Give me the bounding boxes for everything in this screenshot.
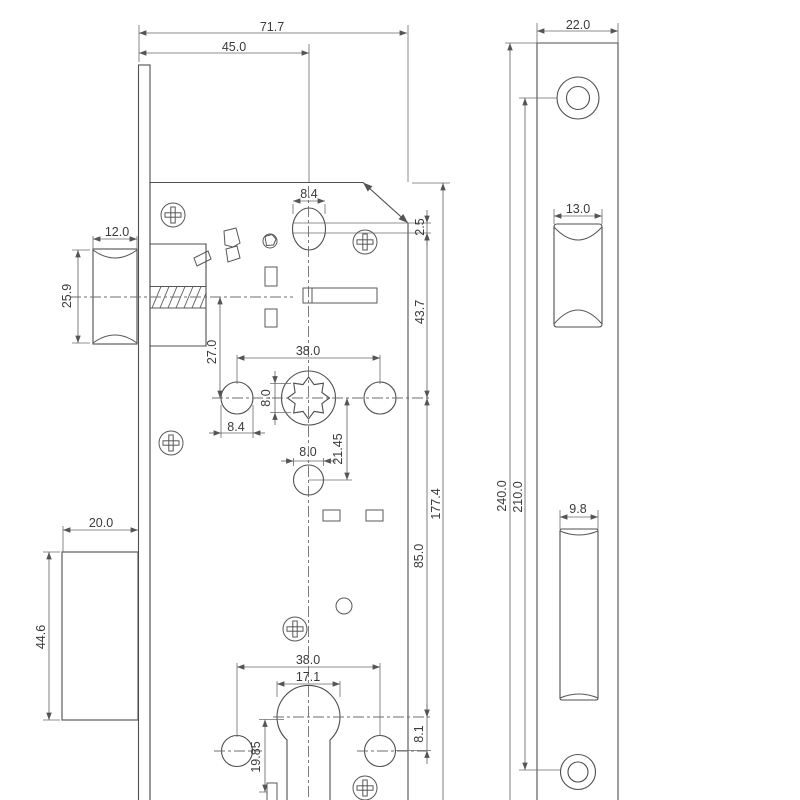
faceplate-outline <box>536 42 619 800</box>
dimension-lines <box>46 28 619 800</box>
dim-cylinder-offset: 8.1 <box>412 725 426 742</box>
dim-edge-to-hub: 43.7 <box>413 300 427 324</box>
dim-cylinder-dia: 17.1 <box>296 670 320 684</box>
dim-screw-spacing: 210.0 <box>511 481 525 512</box>
follower-star <box>286 376 331 420</box>
dim-chamfer-offset: 2.5 <box>413 218 427 235</box>
latch-housing <box>149 243 207 347</box>
dim-pin-hole-dia: 8.0 <box>299 445 316 459</box>
slot-upper <box>264 266 278 287</box>
dim-total-width: 71.7 <box>260 20 284 34</box>
chamfer-edge <box>362 181 409 224</box>
dim-edge-to-cylinder: 177.4 <box>429 488 443 519</box>
faceplate-view <box>536 42 619 800</box>
screw-icon <box>282 616 308 642</box>
dim-plate-length: 240.0 <box>495 480 509 511</box>
slot-lower <box>264 308 278 328</box>
faceplate-edge-strip <box>137 64 151 800</box>
deadbolt <box>61 551 139 721</box>
dim-latch-cutout-width: 13.0 <box>566 202 590 216</box>
dim-backset: 45.0 <box>222 40 246 54</box>
dim-hub-to-pin-hole: 21.45 <box>331 433 345 464</box>
dim-bolt-cutout-width: 9.8 <box>569 502 586 516</box>
dim-top-hole-width: 8.4 <box>300 187 317 201</box>
latch-bolt-head <box>92 248 138 345</box>
dim-deadbolt-width: 20.0 <box>89 516 113 530</box>
dim-latch-head-height: 25.9 <box>60 284 74 308</box>
dimension-labels: 71.7 45.0 22.0 8.4 12.0 25.9 13.0 27.0 3… <box>34 18 590 773</box>
dim-hub-side-hole-dia: 8.4 <box>227 420 244 434</box>
dim-deadbolt-height: 44.6 <box>34 625 48 649</box>
cam-lever-pieces <box>193 227 378 328</box>
screw-icon <box>352 775 378 800</box>
extension-lines <box>43 23 619 793</box>
stop-pin <box>262 233 278 249</box>
screw-icon <box>160 202 186 228</box>
bolt-cutout <box>559 528 599 701</box>
latch-cutout <box>553 223 603 328</box>
dim-hub-to-cylinder: 85.0 <box>412 544 426 568</box>
lock-body-view <box>61 64 432 800</box>
keyway-notch <box>266 782 278 800</box>
faceplate-screw-hole-top <box>556 76 600 120</box>
dim-latch-axis-to-hub: 27.0 <box>205 340 219 364</box>
tab-slot-right <box>365 509 384 522</box>
screws <box>158 202 378 800</box>
top-oval-hole <box>291 207 431 251</box>
dim-follower-square: 8.0 <box>259 389 273 406</box>
dim-cylinder-hole-span: 38.0 <box>296 653 320 667</box>
dim-keyway-depth: 19.85 <box>249 741 263 772</box>
faceplate-screw-hole-bottom <box>559 753 597 791</box>
dim-latch-head-width: 12.0 <box>105 225 129 239</box>
small-hole <box>335 597 353 615</box>
dim-plate-width: 22.0 <box>566 18 590 32</box>
case-outline <box>149 181 409 800</box>
centerlines <box>70 186 432 800</box>
deadbolt-tail-slot <box>302 287 378 304</box>
dim-hub-hole-span: 38.0 <box>296 344 320 358</box>
tab-slot-left <box>322 509 341 522</box>
screw-icon <box>352 229 378 255</box>
screw-icon <box>158 430 184 456</box>
